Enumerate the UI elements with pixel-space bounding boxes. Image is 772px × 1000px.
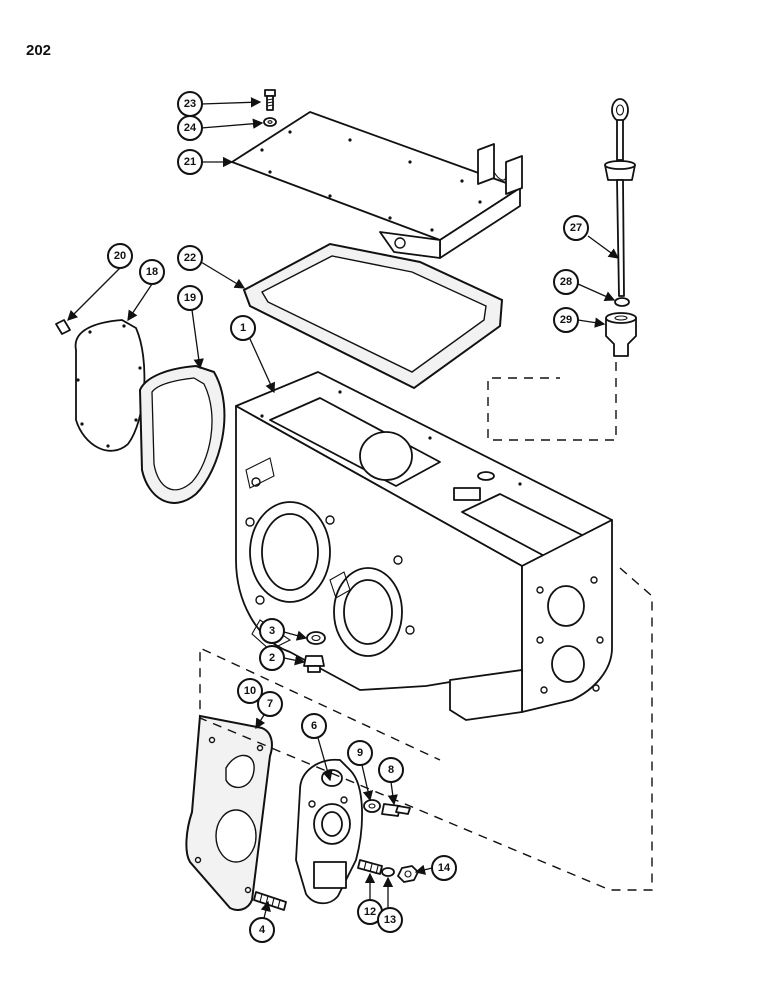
side-cover-bolt [55,319,71,335]
callout-24: 24 [177,115,203,141]
svg-text:13: 13 [384,914,396,926]
svg-text:9: 9 [357,747,363,759]
svg-text:3: 3 [269,625,275,637]
alignment-line [487,362,617,441]
callout-29: 29 [553,307,579,333]
svg-text:18: 18 [146,266,158,278]
front-gasket [185,714,273,911]
stud [357,859,383,875]
callout-21: 21 [177,149,203,175]
svg-text:6: 6 [311,720,317,732]
svg-text:8: 8 [388,764,394,776]
svg-text:24: 24 [184,122,197,134]
svg-text:7: 7 [267,698,273,710]
svg-text:20: 20 [114,250,126,262]
callout-20: 20 [107,243,133,269]
callout-1: 1 [230,315,256,341]
callout-6: 6 [301,713,327,739]
svg-text:22: 22 [184,252,196,264]
transmission-housing [235,371,613,721]
callout-14: 14 [431,855,457,881]
callout-18: 18 [139,259,165,285]
cover-bolt [264,89,276,111]
dipstick-tube [605,312,637,357]
bolt [381,803,411,817]
callout-22: 22 [177,245,203,271]
callout-8: 8 [378,757,404,783]
top-gasket [242,242,504,390]
cover-bolt-holes [260,130,482,232]
svg-text:14: 14 [438,862,451,874]
callout-10: 10 [237,678,263,704]
svg-text:21: 21 [184,156,196,168]
dipstick [604,98,636,297]
callout-28: 28 [553,269,579,295]
svg-text:27: 27 [570,222,582,234]
svg-text:2: 2 [269,652,275,664]
bearing-retainer [295,758,363,905]
callout-23: 23 [177,91,203,117]
svg-text:28: 28 [560,276,572,288]
svg-text:10: 10 [244,685,256,697]
washer [306,631,326,645]
nut [397,865,419,883]
lock-washer [263,117,277,127]
callout-13: 13 [377,907,403,933]
svg-text:1: 1 [240,322,246,334]
callout-27: 27 [563,215,589,241]
leader-lines [67,97,620,919]
page-number: 202 [26,42,52,59]
callout-9: 9 [347,740,373,766]
callout-4: 4 [249,917,275,943]
side-cover [74,319,146,452]
top-cover-plate [231,111,523,259]
callout-7: 7 [257,691,283,717]
side-gasket [138,364,226,504]
washer [363,799,381,813]
stud [253,891,287,911]
washer [381,867,395,877]
callout-19: 19 [177,285,203,311]
svg-text:23: 23 [184,98,196,110]
svg-text:4: 4 [259,924,266,936]
svg-text:19: 19 [184,292,196,304]
callout-3: 3 [259,618,285,644]
o-ring [614,297,630,307]
svg-text:29: 29 [560,314,572,326]
svg-text:12: 12 [364,906,376,918]
callout-2: 2 [259,645,285,671]
